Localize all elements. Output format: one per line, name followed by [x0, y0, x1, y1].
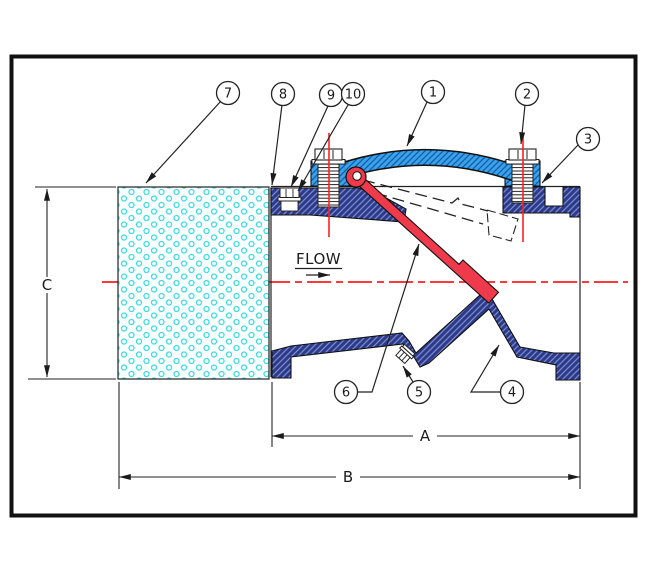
flapper-disc [352, 172, 500, 304]
dim-a-label-bg [413, 428, 437, 444]
callout-1: 1 [420, 79, 446, 105]
svg-text:9: 9 [327, 89, 335, 104]
callout-9: 9 [318, 82, 344, 108]
callout-leaders [145, 100, 579, 393]
callout-balloons: 7 8 9 10 1 2 3 6 [215, 79, 601, 405]
dim-c-label-bg [38, 277, 56, 293]
callout-4: 4 [499, 379, 525, 405]
leader-4 [469, 344, 501, 393]
svg-text:8: 8 [279, 88, 287, 103]
callout-7: 7 [215, 80, 241, 106]
leader-2 [519, 104, 526, 145]
svg-text:10: 10 [345, 88, 362, 103]
svg-text:2: 2 [523, 88, 531, 103]
dim-b-label-bg [336, 469, 360, 485]
seat-screw [395, 343, 416, 365]
svg-text:7: 7 [224, 87, 232, 102]
svg-text:5: 5 [415, 386, 423, 401]
leader-3 [541, 144, 579, 184]
hinge-pin [345, 166, 367, 188]
leader-10 [297, 104, 349, 192]
dim-b-label: B [343, 468, 353, 486]
leader-6 [357, 243, 420, 393]
callout-10: 10 [340, 81, 366, 107]
callout-5: 5 [406, 379, 432, 405]
dim-a-label: A [420, 427, 431, 445]
dim-c-label: C [42, 276, 52, 294]
hinge-retainer-bolt [277, 187, 302, 212]
leader-9 [290, 105, 329, 188]
inlet-media-block [117, 186, 270, 380]
svg-text:6: 6 [342, 386, 350, 401]
callout-8: 8 [270, 81, 296, 107]
leader-7 [145, 100, 222, 184]
leader-1 [406, 101, 428, 147]
callout-2: 2 [514, 81, 540, 107]
flow-indicator: FLOW [295, 250, 342, 278]
flow-label: FLOW [296, 250, 341, 268]
drawing-border [9, 54, 638, 518]
svg-text:4: 4 [508, 386, 516, 401]
body-bottom-wall [271, 294, 581, 381]
svg-text:1: 1 [429, 86, 437, 101]
svg-text:3: 3 [584, 133, 592, 148]
callout-6: 6 [333, 379, 359, 405]
callout-3: 3 [575, 126, 601, 152]
leader-5 [402, 365, 414, 383]
leader-8 [270, 104, 283, 186]
